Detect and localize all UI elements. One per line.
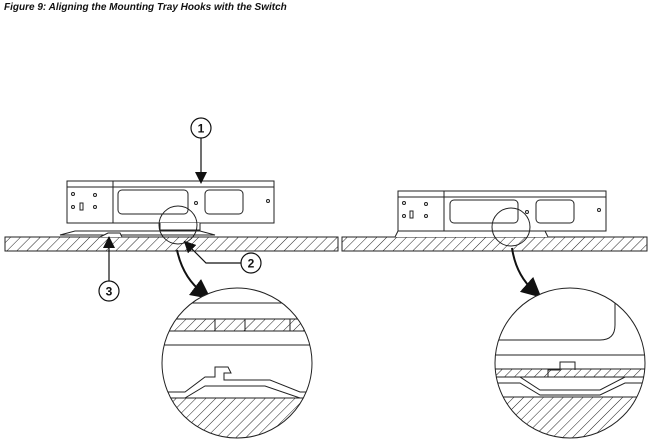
callout-2-label: 2: [248, 257, 255, 271]
detail-view-left: [161, 287, 313, 439]
callout-3-label: 3: [106, 285, 113, 299]
magnify-arrow-right: [511, 247, 542, 298]
callout-2: 2: [183, 240, 262, 274]
figure-caption: Figure 9: Aligning the Mounting Tray Hoo…: [4, 2, 287, 13]
callout-1-label: 1: [198, 122, 205, 136]
detail-marker-right: [491, 207, 531, 247]
magnify-arrow-left: [176, 249, 211, 300]
switch-right: [394, 190, 607, 238]
detail-view-right: [494, 287, 646, 439]
detail-marker-left: [158, 205, 198, 245]
mounting-surface-left: [4, 236, 339, 252]
mounting-surface-right: [341, 236, 648, 252]
switch-left: [66, 180, 275, 231]
mounting-tray-left: [59, 230, 216, 238]
callout-1: 1: [190, 117, 212, 184]
callout-3: 3: [98, 236, 120, 302]
